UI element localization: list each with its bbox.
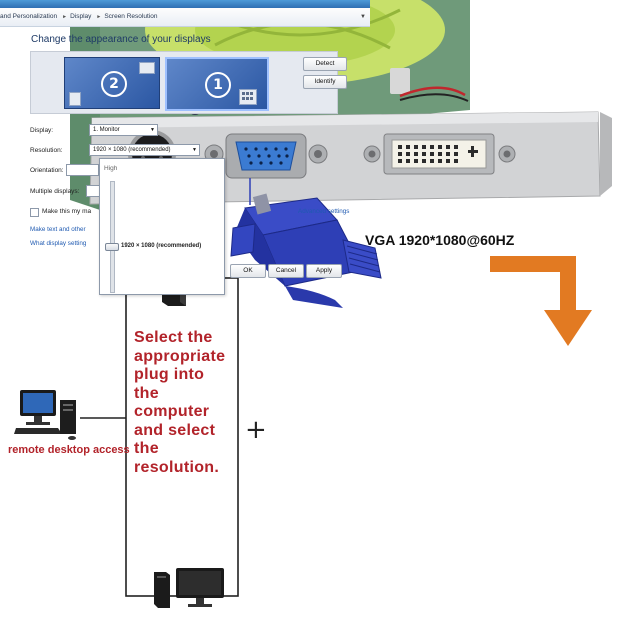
instruction-line: the xyxy=(134,440,159,457)
monitor-arrangement: 2 1 xyxy=(30,51,338,114)
advanced-settings-link[interactable]: Advanced settings xyxy=(298,208,350,215)
spec-label: VGA 1920*1080@60HZ xyxy=(365,232,515,248)
monitor-1-tile[interactable]: 1 xyxy=(165,57,269,111)
instruction-line: and select xyxy=(134,421,216,439)
instruction-line: computer xyxy=(134,403,210,420)
resolution-label: Resolution: xyxy=(30,147,63,154)
orange-arrow-icon xyxy=(490,256,592,346)
monitor-number: 1 xyxy=(205,72,231,98)
breadcrumb-item[interactable]: and Personalization xyxy=(0,13,58,20)
instruction-line: plug into xyxy=(134,366,205,383)
ok-button[interactable]: OK xyxy=(230,264,266,278)
instruction-line: resolution. xyxy=(134,458,220,476)
breadcrumb-separator-icon: ► xyxy=(96,14,102,20)
apply-button[interactable]: Apply xyxy=(306,264,342,278)
make-text-link[interactable]: Make text and other xyxy=(30,226,86,233)
display-select[interactable]: 1. Monitor ▼ xyxy=(89,124,158,136)
computer-setup-icon xyxy=(14,390,76,440)
breadcrumb-item[interactable]: Display xyxy=(70,13,92,20)
monitor-2-tile[interactable]: 2 xyxy=(64,57,160,109)
chevron-down-icon: ▼ xyxy=(192,147,197,153)
breadcrumb: and Personalization►Display►Screen Resol… xyxy=(0,8,370,27)
monitor-icon xyxy=(154,568,224,608)
resolution-slider-track[interactable] xyxy=(110,181,115,293)
instruction-line: the xyxy=(134,384,159,402)
monitor-thumbnail xyxy=(139,62,155,74)
display-select-value: 1. Monitor xyxy=(93,127,120,133)
resolution-select[interactable]: 1920 × 1080 (recommended) ▼ xyxy=(89,144,200,156)
page-title: Change the appearance of your displays xyxy=(31,34,211,45)
breadcrumb-item[interactable]: Screen Resolution xyxy=(104,13,158,20)
cancel-button[interactable]: Cancel xyxy=(268,264,304,278)
breadcrumb-separator-icon: ► xyxy=(62,14,68,20)
identify-button[interactable]: Identify xyxy=(303,75,347,89)
orientation-select[interactable] xyxy=(66,164,99,176)
make-main-label: Make this my ma xyxy=(42,208,92,215)
monitor-number: 2 xyxy=(101,71,127,97)
instruction-line: Select the xyxy=(134,329,213,346)
monitor-thumbnail xyxy=(239,89,257,105)
instructions-text: Select the appropriate plug into the com… xyxy=(134,329,244,477)
current-resolution-label: 1920 × 1080 (recommended) xyxy=(121,243,202,249)
fan-wire xyxy=(399,86,466,98)
chevron-down-icon: ▼ xyxy=(150,127,155,133)
what-settings-link[interactable]: What display setting xyxy=(30,240,87,247)
resolution-select-value: 1920 × 1080 (recommended) xyxy=(93,147,171,153)
resolution-slider-thumb[interactable] xyxy=(105,243,119,251)
plus-sign: + xyxy=(245,415,267,445)
display-label: Display: xyxy=(30,127,54,134)
make-main-checkbox[interactable] xyxy=(30,208,39,217)
multiple-displays-label: Multiple displays: xyxy=(30,188,80,195)
orientation-label: Orientation: xyxy=(30,167,64,174)
chevron-down-icon[interactable]: ▼ xyxy=(360,14,366,20)
resolution-dropdown: High 1920 × 1080 (recommended) xyxy=(99,158,225,295)
window-titlebar xyxy=(0,0,370,8)
instruction-line: appropriate xyxy=(134,347,226,365)
thumbscrew xyxy=(342,239,382,279)
detect-button[interactable]: Detect xyxy=(303,57,347,71)
monitor-thumbnail xyxy=(69,92,81,106)
heatsink-block xyxy=(390,68,410,94)
high-label: High xyxy=(104,165,118,172)
remote-desktop-label: remote desktop access xyxy=(8,444,130,456)
